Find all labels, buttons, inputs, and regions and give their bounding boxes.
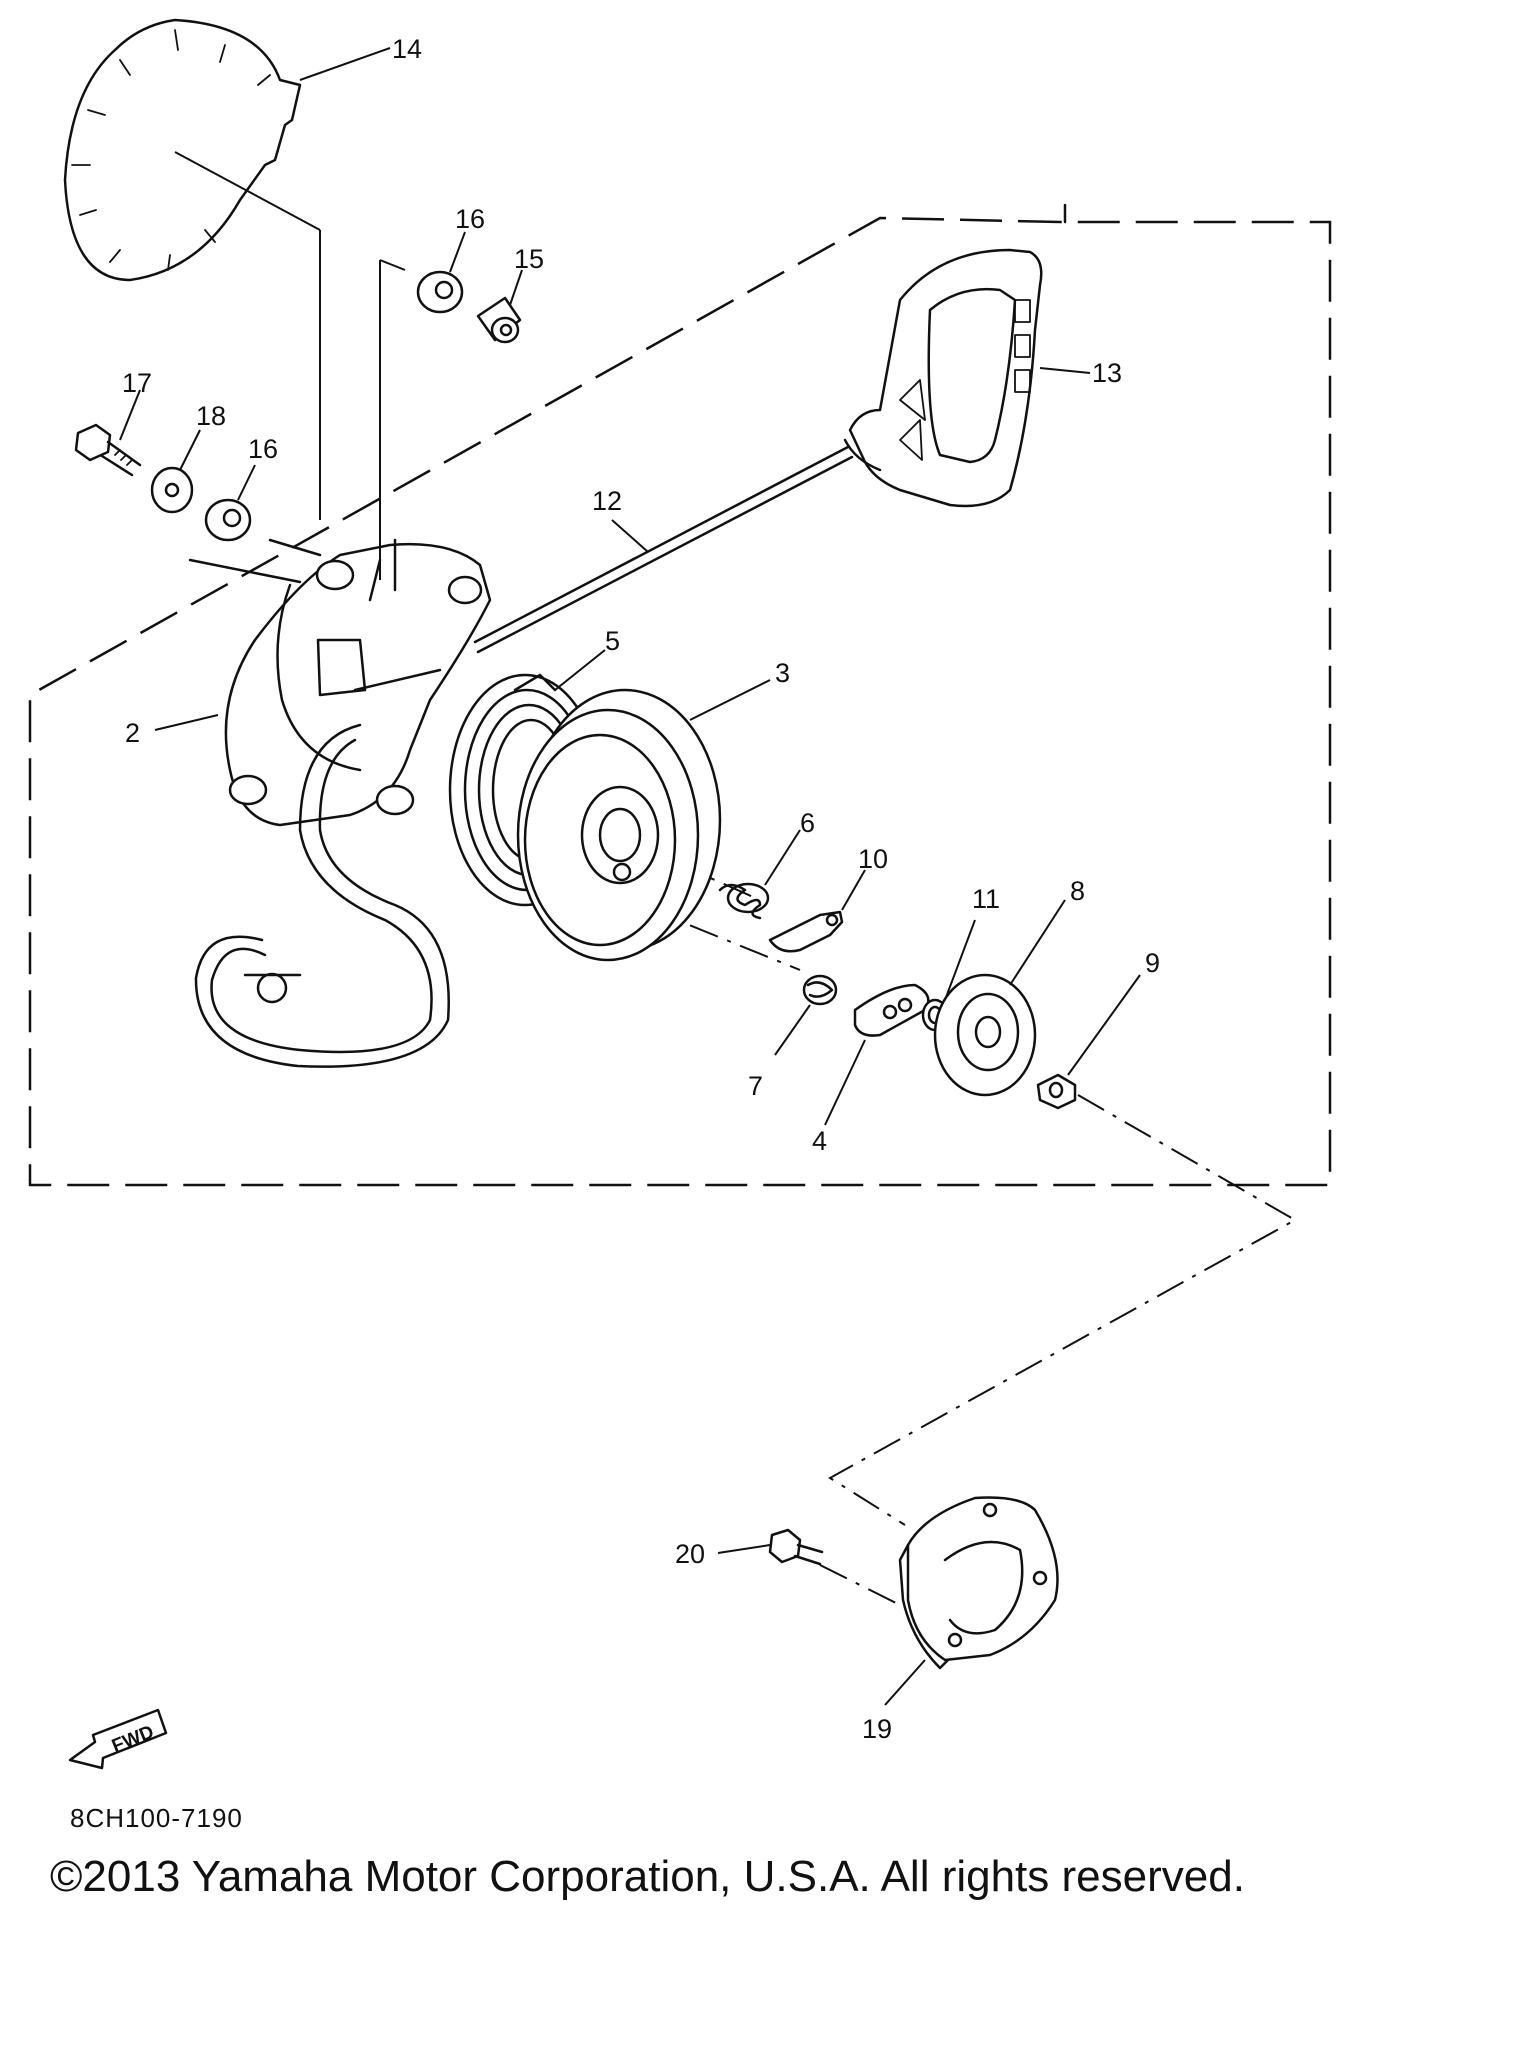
cover-part-19	[884, 1496, 1059, 1706]
spring-part-6	[718, 829, 801, 920]
callout-17: 17	[122, 368, 152, 398]
bush-part-15	[476, 269, 523, 344]
callout-14: 14	[392, 34, 422, 64]
starter-handle-part-13	[843, 248, 1091, 508]
callout-7: 7	[748, 1071, 763, 1101]
starter-rope	[194, 723, 450, 1068]
callout-5: 5	[605, 626, 620, 656]
callout-13: 13	[1092, 358, 1122, 388]
pawl-part-10	[768, 869, 866, 953]
callout-10: 10	[858, 844, 888, 874]
callout-labels: 2 3 4 5 6 7 8 9 10 11 12 13 14 15 16 16 …	[122, 34, 1160, 1744]
nut-part-9	[1036, 974, 1141, 1110]
fwd-arrow-icon: FWD	[68, 1708, 168, 1770]
callout-16-upper: 16	[455, 204, 485, 234]
leader-part-12	[611, 519, 649, 553]
assembly-boundary	[28, 216, 1332, 1187]
drive-pulley-part-3	[516, 679, 771, 962]
bolt-part-17	[74, 389, 142, 477]
callout-4: 4	[812, 1126, 827, 1156]
decal-disc-part-14	[63, 18, 321, 520]
leader-part-2	[154, 714, 219, 731]
callout-8: 8	[1070, 876, 1085, 906]
copyright-notice: ©2013 Yamaha Motor Corporation, U.S.A. A…	[50, 1852, 1245, 1901]
diagram-code: 8CH100-7190	[70, 1803, 243, 1833]
spring-part-7	[774, 974, 838, 1056]
callout-3: 3	[775, 658, 790, 688]
alignment-line-bolt-to-cover	[819, 1564, 901, 1606]
starter-case-part-2	[188, 259, 492, 827]
callout-16-lower: 16	[248, 434, 278, 464]
leader-part-14	[299, 47, 391, 81]
callout-9: 9	[1145, 948, 1160, 978]
callout-6: 6	[800, 808, 815, 838]
callout-19: 19	[862, 1714, 892, 1744]
callout-15: 15	[514, 244, 544, 274]
bolt-part-20	[717, 1528, 824, 1566]
alignment-line-nut-to-cover	[828, 1094, 1298, 1526]
collar-part-16-lower	[204, 464, 256, 542]
pawl-plate-part-4	[824, 983, 930, 1126]
callout-20: 20	[675, 1539, 705, 1569]
callout-18: 18	[196, 401, 226, 431]
callout-11: 11	[972, 884, 1000, 914]
callout-12: 12	[592, 486, 622, 516]
collar-part-16-upper	[416, 231, 466, 314]
rope-to-handle-part-12	[473, 445, 854, 654]
callout-2: 2	[125, 718, 140, 748]
washer-part-18	[150, 429, 201, 514]
friction-plate-part-8	[933, 899, 1066, 1097]
